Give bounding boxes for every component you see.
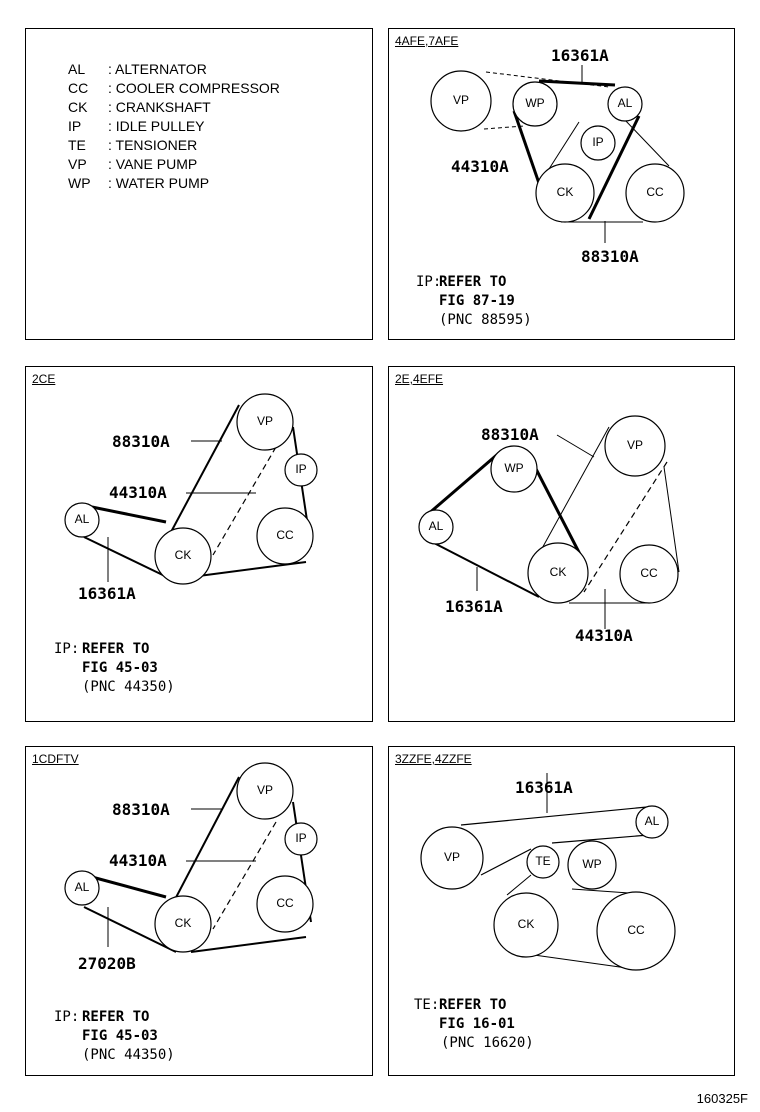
pulley-al-label: AL [75,880,90,894]
pulley-ck-label: CK [175,548,192,562]
belt-diagram: VP IP AL CC CK 88310A 44310A 16361A IP: … [54,393,318,695]
panel-title: 2E,4EFE [395,372,444,386]
part-number: 44310A [575,626,633,645]
part-number: 88310A [112,800,170,819]
pulley-cc-label: CC [646,185,664,199]
note-line: (PNC 16620) [441,1035,534,1051]
pulley-ip-label: IP [295,831,306,845]
panel-3zzfe-4zzfe: 3ZZFE,4ZZFE AL VP TE WP CK CC 16361A TE:… [388,746,735,1076]
part-number: 16361A [551,46,609,65]
pulley-vp-label: VP [444,850,460,864]
part-number: 16361A [515,778,573,797]
note-prefix: IP: [416,274,441,290]
pulley-al-label: AL [645,814,660,828]
panel-2ce: 2CE VP IP AL CC CK 88310A 44310A 16361A … [25,366,373,722]
note-line: REFER TO [439,274,506,290]
pulley-al-label: AL [75,512,90,526]
pulley-cc-label: CC [276,896,294,910]
note-line: (PNC 44350) [82,1047,175,1063]
pulley-wp-label: WP [582,857,601,871]
pulley-cc-label: CC [276,528,294,542]
panel-title: 2CE [32,372,56,386]
note-line: FIG 45-03 [82,1028,158,1044]
pulley-vp-label: VP [453,93,469,107]
part-number: 44310A [109,483,167,502]
note-prefix: IP: [54,641,79,657]
part-number: 44310A [109,851,167,870]
note-line: (PNC 88595) [439,312,532,328]
figure-code: 160325F [696,1091,748,1106]
pulley-ck-label: CK [550,565,567,579]
pulley-ck-label: CK [518,917,535,931]
legend-item: AL: ALTERNATOR [68,61,207,77]
legend-item: IP: IDLE PULLEY [68,118,205,134]
pulley-vp-label: VP [627,438,643,452]
part-number: 88310A [581,247,639,266]
panel-title: 1CDFTV [32,752,79,766]
belt-diagram: VP IP AL CC CK 88310A 44310A 27020B IP: … [54,762,318,1063]
note-line: FIG 16-01 [439,1016,515,1032]
pulley-al-label: AL [618,96,633,110]
note-prefix: TE: [414,997,439,1013]
panel-2e-4efe: 2E,4EFE VP WP AL CK CC 88310A 16361A 443… [388,366,735,722]
legend-item: VP: VANE PUMP [68,156,198,172]
pulley-ip-label: IP [592,135,603,149]
part-number: 27020B [78,954,136,973]
note-line: (PNC 44350) [82,679,175,695]
pulley-ck-label: CK [557,185,574,199]
note-line: FIG 87-19 [439,293,515,309]
belt-diagram: AL VP TE WP CK CC 16361A TE: REFER TO FI… [414,773,676,1051]
pulley-ip-label: IP [295,462,306,476]
pulley-vp-label: VP [257,783,273,797]
part-number: 88310A [481,425,539,444]
legend-item: CC: COOLER COMPRESSOR [68,80,280,96]
note-line: REFER TO [82,641,149,657]
legend-item: CK: CRANKSHAFT [68,99,211,115]
panel-1cdftv: 1CDFTV VP IP AL CC CK 88310A 44310A 2702… [25,746,373,1076]
panel-title: 3ZZFE,4ZZFE [395,752,472,766]
pulley-al-label: AL [429,519,444,533]
pulley-cc-label: CC [640,566,658,580]
part-number: 16361A [445,597,503,616]
legend-item: WP: WATER PUMP [68,175,210,191]
note-line: REFER TO [439,997,506,1013]
part-number: 16361A [78,584,136,603]
pulley-cc-label: CC [627,923,645,937]
pulley-wp-label: WP [525,96,544,110]
note-prefix: IP: [54,1009,79,1025]
pulley-wp-label: WP [504,461,523,475]
part-number: 44310A [451,157,509,176]
panel-4afe-7afe: 4AFE,7AFE VP WP AL IP CK CC [388,28,735,340]
legend-panel: AL: ALTERNATOR CC: COOLER COMPRESSOR CK:… [25,28,373,340]
panel-title: 4AFE,7AFE [395,34,459,48]
note-line: FIG 45-03 [82,660,158,676]
part-number: 88310A [112,432,170,451]
pulley-ck-label: CK [175,916,192,930]
belt-diagram: VP WP AL IP CK CC 16361A 44310A 88310A I… [416,46,685,328]
belt-diagram: VP WP AL CK CC 88310A 16361A 44310A [418,415,680,645]
legend-item: TE: TENSIONER [68,137,198,153]
pulley-te-label: TE [535,854,550,868]
note-line: REFER TO [82,1009,149,1025]
pulley-vp-label: VP [257,414,273,428]
